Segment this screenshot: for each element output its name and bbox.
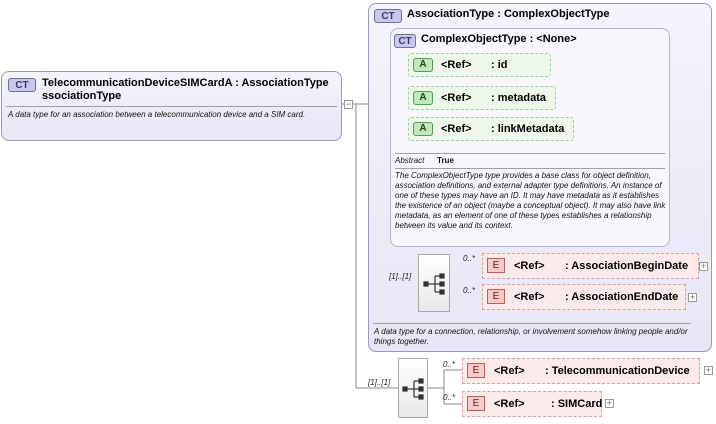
ct-badge-icon: CT [8,78,36,92]
element-ref: <Ref> [514,260,545,272]
sequence-cardinality: [1]..[1] [368,378,391,387]
expand-toggle[interactable]: + [688,292,697,302]
attribute-name: : id [491,59,508,71]
root-description: A data type for an association between a… [8,110,306,119]
root-complex-type-box[interactable]: CT TelecommunicationDeviceSIMCardA : Ass… [1,71,342,141]
element-name: : SIMCard [551,398,603,410]
attribute-name: : metadata [491,92,547,104]
element-badge-icon: E [487,289,505,304]
sequence-compositor[interactable] [398,358,428,418]
element-ref: <Ref> [514,291,545,303]
ct-badge-icon: CT [394,34,416,48]
attribute-ref: <Ref> [441,59,472,71]
separator [395,153,665,154]
element-ref: <Ref> [494,398,525,410]
root-type-name-line1: TelecommunicationDeviceSIMCardA : Associ… [42,77,329,89]
attribute-badge-icon: A [413,91,433,105]
separator [6,106,337,107]
element-ref: <Ref> [494,365,525,377]
element-association-begin-date[interactable]: E <Ref> : AssociationBeginDate [482,253,699,279]
element-badge-icon: E [467,363,485,378]
attribute-id[interactable]: A <Ref> : id [408,53,551,77]
element-association-end-date[interactable]: E <Ref> : AssociationEndDate [482,284,686,310]
element-badge-icon: E [467,396,485,411]
attribute-name: : linkMetadata [491,123,565,135]
element-telecommunication-device[interactable]: E <Ref> : TelecommunicationDevice [462,358,700,384]
element-badge-icon: E [487,258,505,273]
attribute-ref: <Ref> [441,123,472,135]
complex-object-type-description: The ComplexObjectType type provides a ba… [395,171,666,230]
element-multiplicity: 0..* [463,286,476,295]
root-type-name-line2: ssociationType [42,90,122,102]
ct-badge-icon: CT [374,9,402,23]
sequence-compositor[interactable] [418,254,450,312]
abstract-value: True [437,156,454,165]
attribute-ref: <Ref> [441,92,472,104]
association-type-title: AssociationType : ComplexObjectType [407,8,610,20]
element-sim-card[interactable]: E <Ref> : SIMCard [462,391,602,417]
complex-object-type-title: ComplexObjectType : <None> [421,33,577,45]
sequence-cardinality: [1]..[1] [389,272,412,281]
element-multiplicity: 0..* [463,254,476,263]
collapse-toggle[interactable]: − [344,99,353,109]
attribute-badge-icon: A [413,58,433,72]
expand-toggle[interactable]: + [704,365,713,375]
element-name: : AssociationEndDate [565,291,679,303]
attribute-badge-icon: A [413,122,433,136]
element-multiplicity: 0..* [443,360,456,369]
element-name: : TelecommunicationDevice [545,365,690,377]
expand-toggle[interactable]: + [699,261,708,271]
attribute-metadata[interactable]: A <Ref> : metadata [408,86,556,110]
association-type-description: A data type for a connection, relationsh… [374,327,688,346]
element-multiplicity: 0..* [443,393,456,402]
abstract-label: Abstract [395,156,425,165]
separator [395,168,665,169]
expand-toggle[interactable]: + [605,398,614,408]
sequence-icon [402,378,424,400]
separator [373,323,691,324]
element-name: : AssociationBeginDate [565,260,689,272]
attribute-link-metadata[interactable]: A <Ref> : linkMetadata [408,117,574,141]
sequence-icon [423,273,445,295]
